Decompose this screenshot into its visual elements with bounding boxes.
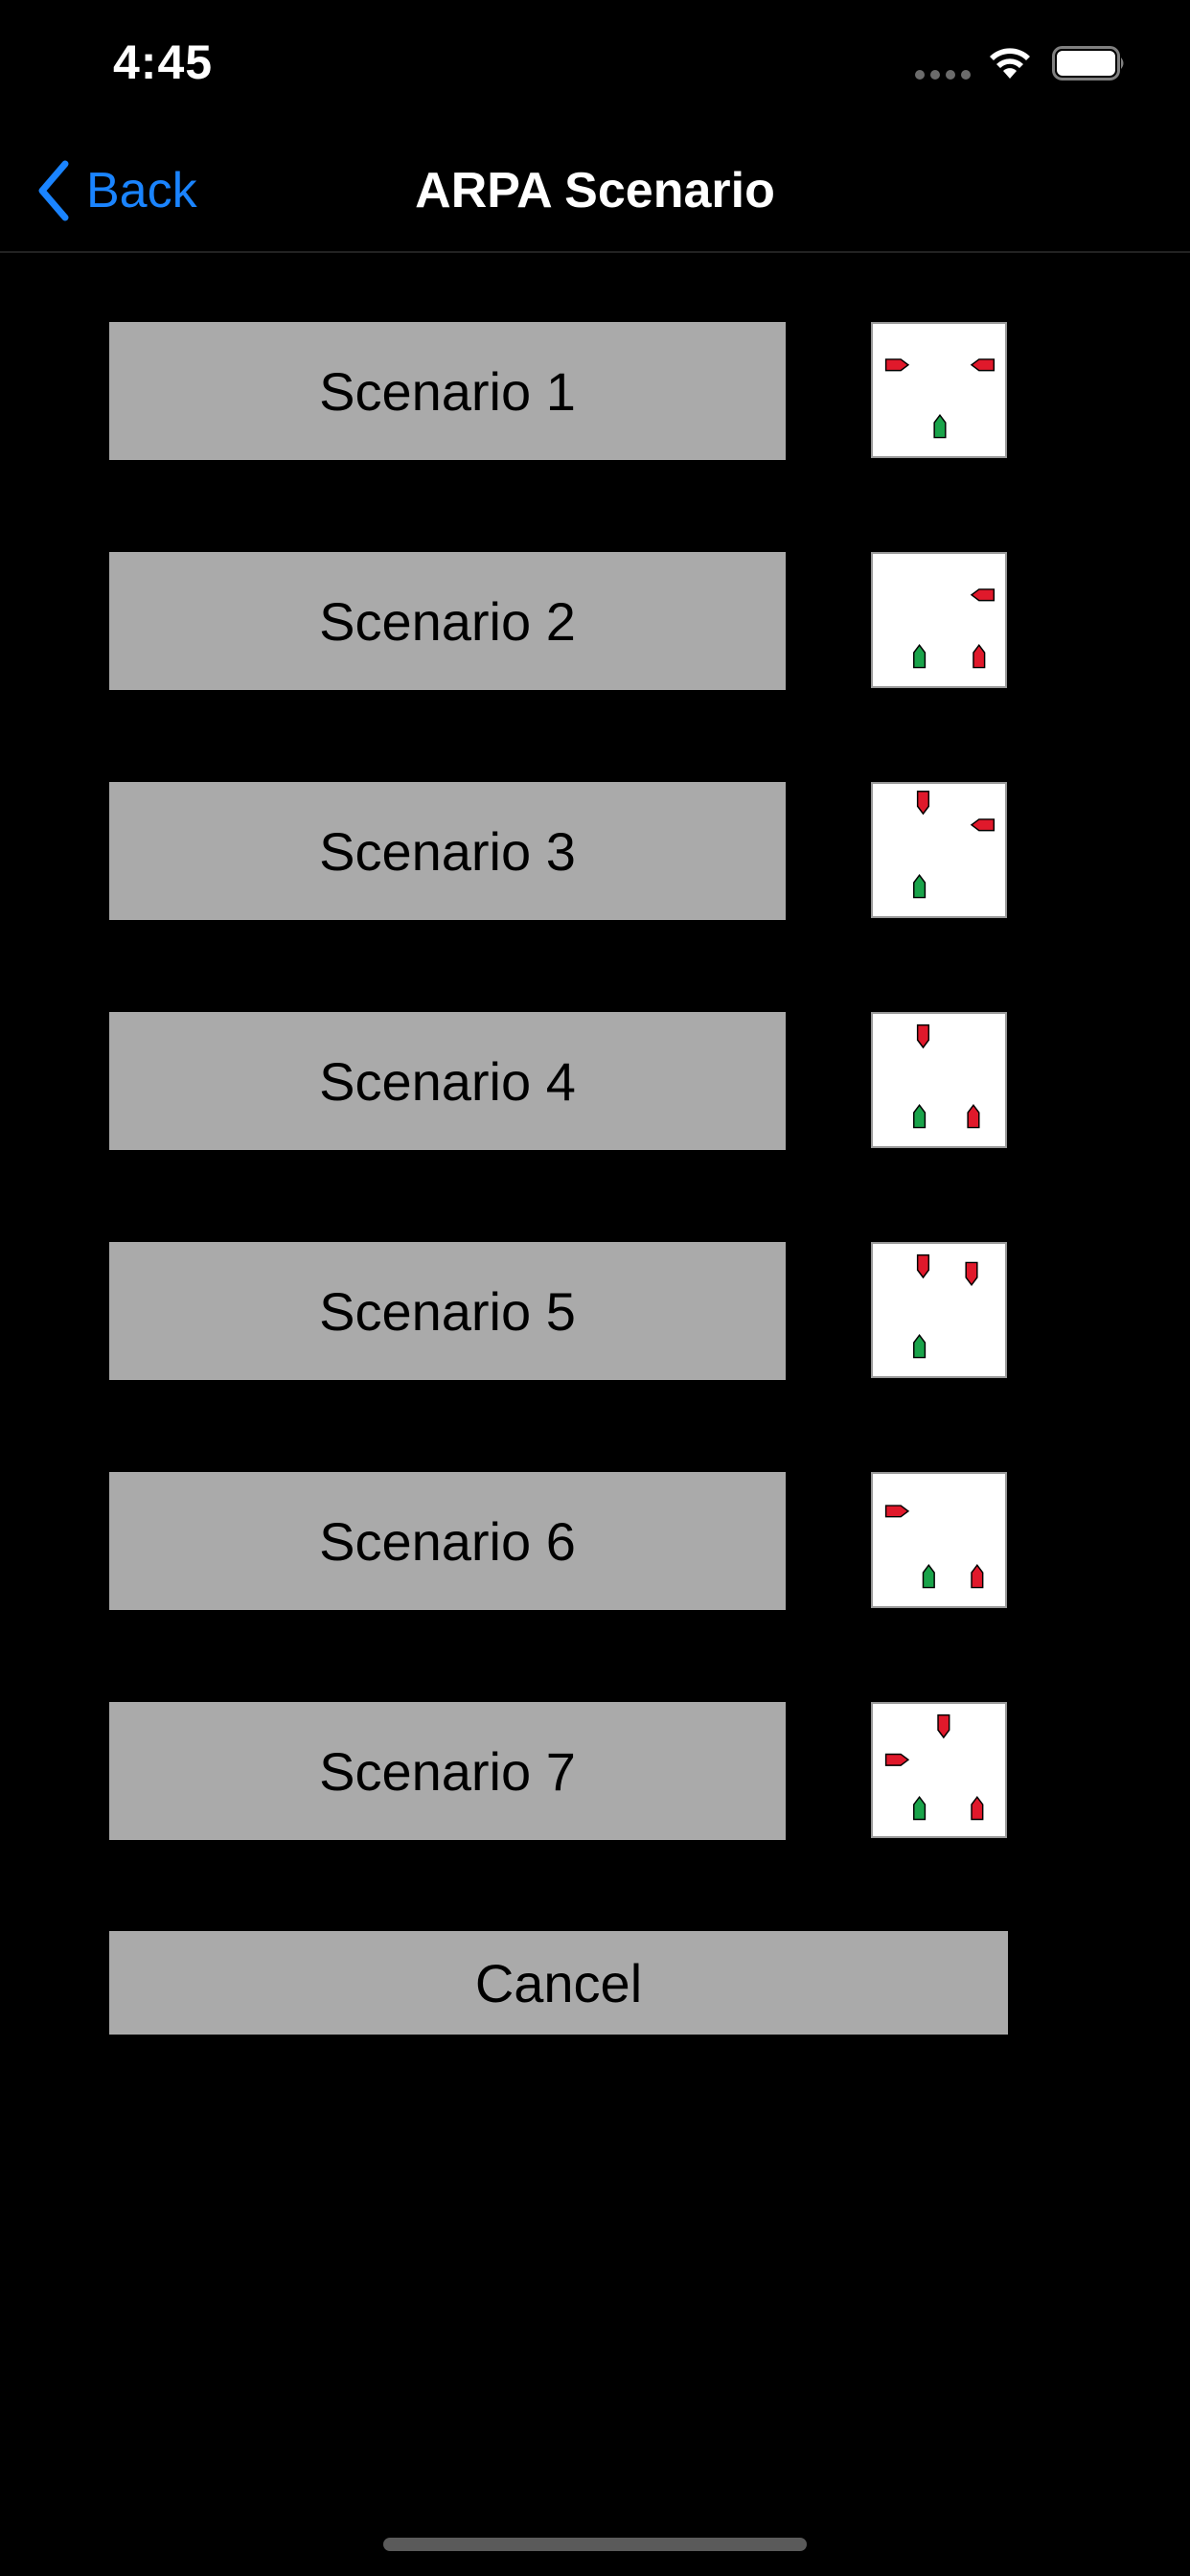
- scenario-4-diagram[interactable]: [871, 1012, 1007, 1148]
- scenario-row-7: Scenario 7: [109, 1702, 1008, 1840]
- cellular-signal-icon: [915, 70, 973, 80]
- own-ship-icon: [913, 1796, 927, 1821]
- scenario-4-button[interactable]: Scenario 4: [109, 1012, 786, 1150]
- scenario-row-1: Scenario 1: [109, 322, 1008, 460]
- battery-full-icon: [1052, 46, 1124, 80]
- home-indicator[interactable]: [383, 2538, 807, 2551]
- scenario-7-button[interactable]: Scenario 7: [109, 1702, 786, 1840]
- page-title: ARPA Scenario: [415, 163, 775, 218]
- own-ship-icon: [913, 1104, 927, 1129]
- scenario-row-2: Scenario 2: [109, 552, 1008, 690]
- target-ship-icon: [971, 1564, 984, 1589]
- target-ship-icon: [967, 1104, 980, 1129]
- own-ship-icon: [933, 414, 947, 439]
- scenario-row-4: Scenario 4: [109, 1012, 1008, 1150]
- own-ship-icon: [913, 644, 927, 669]
- target-ship-icon: [971, 358, 995, 372]
- back-button-label: Back: [86, 163, 197, 218]
- target-ship-icon: [916, 1024, 930, 1048]
- navigation-bar: ARPA Scenario Back: [0, 126, 1190, 253]
- cancel-button[interactable]: Cancel: [109, 1931, 1008, 2035]
- scenario-row-6: Scenario 6: [109, 1472, 1008, 1610]
- scenario-6-button[interactable]: Scenario 6: [109, 1472, 786, 1610]
- scenario-1-diagram[interactable]: [871, 322, 1007, 458]
- status-time: 4:45: [113, 35, 214, 89]
- back-button[interactable]: Back: [34, 157, 197, 224]
- status-bar: 4:45: [0, 0, 1190, 126]
- scenario-5-diagram[interactable]: [871, 1242, 1007, 1378]
- scenario-7-diagram[interactable]: [871, 1702, 1007, 1838]
- own-ship-icon: [913, 1334, 927, 1359]
- target-ship-icon: [916, 1254, 930, 1278]
- target-ship-icon: [973, 644, 986, 669]
- scenario-1-button[interactable]: Scenario 1: [109, 322, 786, 460]
- scenario-3-diagram[interactable]: [871, 782, 1007, 918]
- scenario-row-5: Scenario 5: [109, 1242, 1008, 1380]
- scenario-2-button[interactable]: Scenario 2: [109, 552, 786, 690]
- target-ship-icon: [916, 791, 930, 815]
- wifi-icon: [990, 48, 1030, 79]
- scenario-2-diagram[interactable]: [871, 552, 1007, 688]
- target-ship-icon: [884, 1753, 909, 1766]
- target-ship-icon: [884, 1505, 909, 1518]
- target-ship-icon: [937, 1714, 950, 1738]
- target-ship-icon: [884, 358, 909, 372]
- scenario-row-3: Scenario 3: [109, 782, 1008, 920]
- own-ship-icon: [913, 874, 927, 899]
- own-ship-icon: [922, 1564, 935, 1589]
- target-ship-icon: [971, 818, 995, 832]
- target-ship-icon: [971, 1796, 984, 1821]
- scenario-6-diagram[interactable]: [871, 1472, 1007, 1608]
- scenario-3-button[interactable]: Scenario 3: [109, 782, 786, 920]
- scenario-5-button[interactable]: Scenario 5: [109, 1242, 786, 1380]
- target-ship-icon: [965, 1261, 978, 1286]
- target-ship-icon: [971, 588, 995, 602]
- chevron-left-icon: [38, 160, 69, 221]
